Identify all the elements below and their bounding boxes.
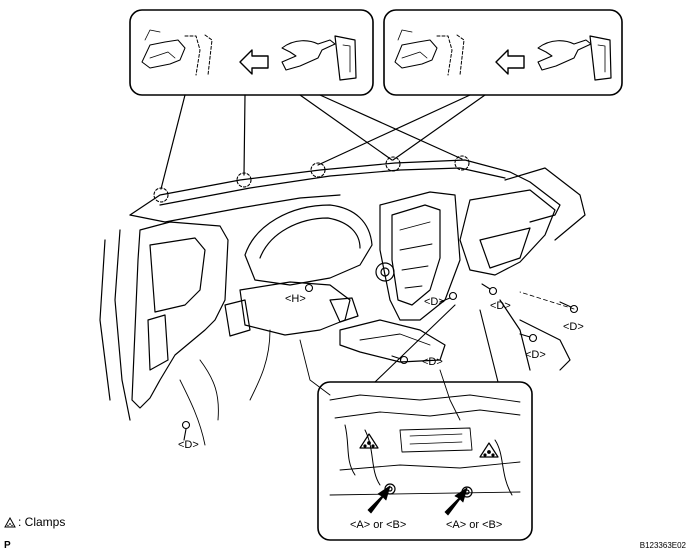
direction-arrow	[239, 49, 269, 75]
label-a-or-b-left: <A> or <B>	[350, 519, 406, 531]
legend: : Clamps	[4, 515, 65, 529]
label-d-lower-left: <D>	[178, 439, 199, 451]
instrument-panel-assembly	[99, 159, 586, 446]
clamp-detail-inset-right	[383, 9, 623, 96]
bolt-d-right-lower	[519, 333, 538, 343]
bolts	[181, 283, 579, 441]
corner-mark: P	[4, 540, 11, 551]
bolt-h	[304, 283, 314, 293]
label-d-center: <D>	[424, 296, 445, 308]
figure-id: B123363E02	[639, 541, 686, 550]
clamp-marker-left	[359, 433, 379, 449]
leader-lines	[160, 94, 486, 190]
label-h: <H>	[285, 293, 306, 305]
bolt-d-lower-left	[181, 420, 191, 441]
clamp-detail-inset-left	[129, 9, 374, 96]
bolt-a-or-b-right	[444, 486, 473, 516]
clamp-marker-right	[479, 442, 499, 458]
label-d-right-far: <D>	[563, 321, 584, 333]
label-d-right-lower: <D>	[525, 349, 546, 361]
label-d-center-lower: <D>	[422, 356, 443, 368]
label-a-or-b-right: <A> or <B>	[446, 519, 502, 531]
direction-arrow	[495, 49, 525, 75]
detail-inset-bottom: <A> or <B> <A> or <B>	[317, 304, 533, 541]
label-d-right-upper: <D>	[490, 300, 511, 312]
bolt-d-right-far	[559, 301, 579, 314]
bolt-d-right-upper	[481, 283, 498, 296]
legend-text: : Clamps	[18, 515, 66, 529]
bolt-d-center	[439, 291, 458, 303]
bolt-a-or-b-left	[367, 483, 396, 514]
clamp-icon	[4, 516, 16, 527]
